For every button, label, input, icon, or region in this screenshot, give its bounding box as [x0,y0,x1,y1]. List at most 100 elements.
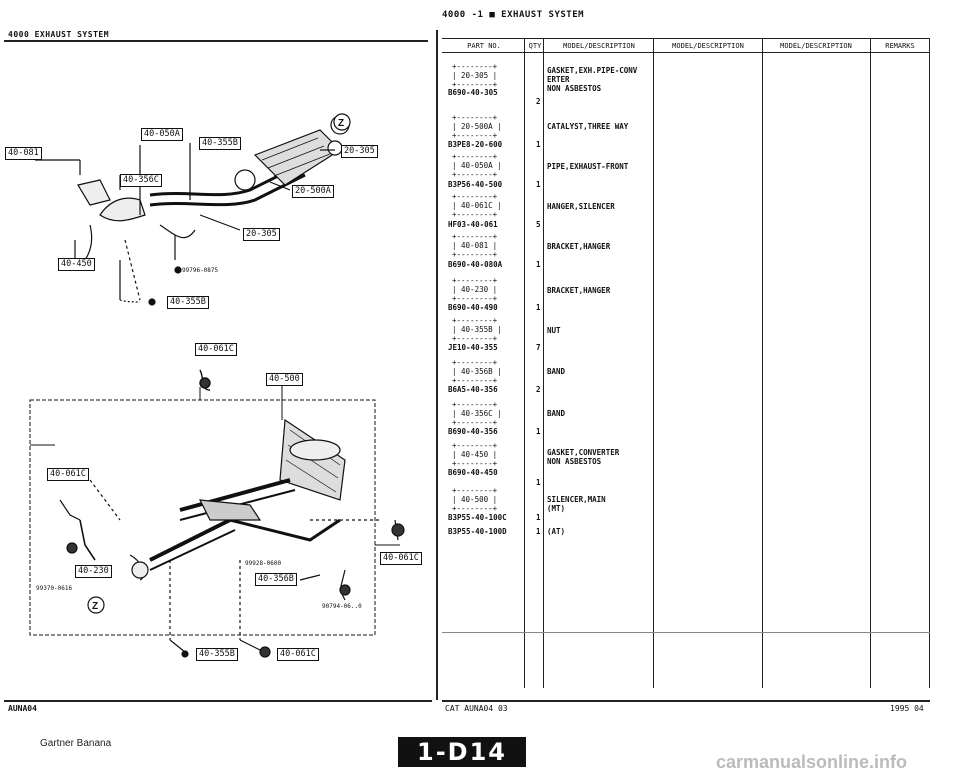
row-ref: | 40-230 | [452,285,498,294]
table-header-rule [442,52,930,53]
z-mark-bottom: Z [87,596,105,614]
left-footer-code: AUNA04 [8,704,37,713]
right-footer-code: 1995 04 [890,704,924,713]
col-sep-1 [524,38,525,688]
row-ref-box: +--------+ [452,276,498,285]
col-sep-4 [762,38,763,688]
part-ref-99796: 99796-0875 [182,267,219,274]
row-ref-box: +--------+ [452,486,498,495]
row-part-no: B3P55-40-100D [448,527,507,536]
row-part-no: B690-40-450 [448,468,498,477]
row-ref-box: +--------+ [452,316,498,325]
row-ref-box: +--------+ [452,113,498,122]
callout-40-230: 40-230 [75,565,112,578]
row-ref-box: +--------+ [452,80,498,89]
row-part-no: HF03-40-061 [448,220,498,229]
part-ref-90794: 90794-06..0 [322,603,362,610]
callout-40-450: 40-450 [58,258,95,271]
left-title-rule [4,40,428,42]
callout-40-061c-right: 40-061C [380,552,422,565]
row-qty: 1 [536,303,541,312]
callout-40-061c-bottom: 40-061C [277,648,319,661]
left-section-title: 4000 EXHAUST SYSTEM [8,30,110,39]
row-ref: | 40-356C | [452,409,502,418]
callout-40-061c-top: 40-061C [195,343,237,356]
col-header-qty: QTY [528,42,542,50]
row-ref-box: +--------+ [452,192,498,201]
table-bottom-rule [442,632,930,633]
row-desc: BRACKET,HANGER [547,286,611,295]
row-ref-box: +--------+ [452,62,498,71]
col-header-model-2: MODEL/DESCRIPTION [672,42,744,50]
row-ref-box: +--------+ [452,376,498,385]
row-part-no: B690-40-305 [448,88,498,97]
row-ref-box: +--------+ [452,250,498,259]
row-desc: BAND [547,409,566,418]
row-ref: | 40-081 | [452,241,498,250]
row-part-no: JE10-40-355 [448,343,498,352]
row-qty: 1 [536,140,541,149]
row-desc: NUT [547,326,561,335]
callout-40-050a: 40-050A [141,128,183,141]
callout-20-305-low: 20-305 [243,228,280,241]
callout-40-500: 40-500 [266,373,303,386]
table-top-rule [442,38,930,39]
row-qty: 7 [536,343,541,352]
row-desc: CATALYST,THREE WAY [547,122,629,131]
row-ref: | 40-061C | [452,201,502,210]
row-part-no: B690-40-356 [448,427,498,436]
row-desc: PIPE,EXHAUST-FRONT [547,162,629,171]
row-part-no: B3PE8-20-600 [448,140,503,149]
col-sep-5 [870,38,871,688]
col-header-remarks: REMARKS [885,42,915,50]
row-qty: 1 [536,527,541,536]
callout-20-500a: 20-500A [292,185,334,198]
right-section-title: 4000 -1 ■ EXHAUST SYSTEM [442,10,585,20]
row-ref-box: +--------+ [452,504,498,513]
row-part-no: B690-40-490 [448,303,498,312]
svg-text:Z: Z [92,601,98,612]
row-ref-box: +--------+ [452,131,498,140]
part-ref-99928: 99928-0600 [245,560,282,567]
row-ref-box: +--------+ [452,358,498,367]
row-ref-box: +--------+ [452,418,498,427]
row-qty: 2 [536,97,541,106]
row-ref-box: +--------+ [452,294,498,303]
page-divider [436,30,438,700]
callout-40-356b: 40-356B [255,573,297,586]
row-qty: 1 [536,427,541,436]
left-footer-rule [4,700,432,702]
row-qty: 2 [536,385,541,394]
row-ref: | 40-500 | [452,495,498,504]
callout-40-355b-bottom: 40-355B [196,648,238,661]
row-ref-box: +--------+ [452,400,498,409]
row-ref-box: +--------+ [452,441,498,450]
row-ref: | 20-500A | [452,122,502,131]
callout-40-356c: 40-356C [120,174,162,187]
row-qty: 1 [536,513,541,522]
col-sep-6 [929,38,930,688]
row-ref: | 40-050A | [452,161,502,170]
row-desc: HANGER,SILENCER [547,202,615,211]
row-ref-box: +--------+ [452,459,498,468]
row-desc: SILENCER,MAIN(MT) [547,495,606,513]
row-desc: (AT) [547,527,566,536]
row-part-no: B6A5-40-356 [448,385,498,394]
row-ref: | 20-305 | [452,71,498,80]
row-part-no: B3P55-40-100C [448,513,507,522]
row-qty: 1 [536,478,541,487]
row-desc: BAND [547,367,566,376]
row-ref: | 40-356B | [452,367,502,376]
callout-40-355b-mid: 40-355B [167,296,209,309]
row-ref-box: +--------+ [452,170,498,179]
page-number: 1-D14 [398,737,526,767]
row-qty: 1 [536,260,541,269]
col-sep-3 [653,38,654,688]
callout-40-081: 40-081 [5,147,42,160]
svg-text:Z: Z [338,118,344,129]
row-ref: | 40-450 | [452,450,498,459]
row-part-no: B690-40-080A [448,260,503,269]
col-header-model-3: MODEL/DESCRIPTION [780,42,852,50]
callout-40-355b-top: 40-355B [199,137,241,150]
